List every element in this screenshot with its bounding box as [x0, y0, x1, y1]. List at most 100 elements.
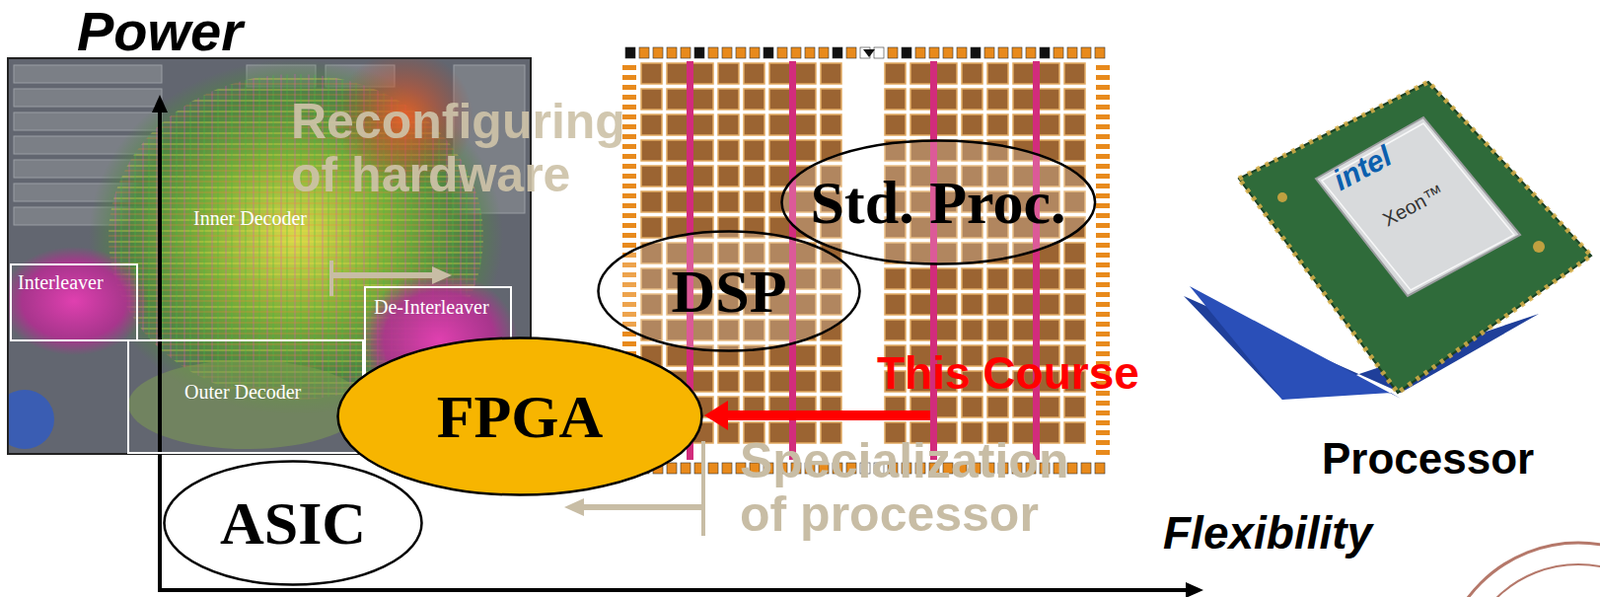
logic-cell [795, 140, 816, 161]
logic-cell [936, 396, 957, 418]
logic-cell [795, 370, 816, 392]
logic-cell [1013, 293, 1034, 315]
io-pad [622, 173, 637, 179]
processor-board [1238, 81, 1592, 393]
node-label: FPGA [436, 381, 604, 452]
io-pad [887, 47, 898, 59]
logic-cell [910, 114, 932, 136]
logic-cell [641, 217, 662, 238]
logic-cell [987, 293, 1009, 315]
io-pad [735, 47, 746, 59]
io-pad [749, 47, 760, 59]
io-pad [1095, 410, 1110, 416]
io-pad [622, 74, 637, 80]
logic-area [7, 389, 55, 449]
io-pad [622, 193, 637, 199]
logic-cell [795, 88, 816, 110]
block-label: Inner Decoder [193, 207, 307, 230]
logic-area [128, 360, 365, 449]
io-pad [818, 47, 829, 59]
processor-part [1532, 240, 1545, 253]
region-ellipse: DSP [596, 229, 862, 353]
io-pad [1095, 173, 1110, 179]
logic-cell [641, 63, 662, 84]
io-pad [1095, 114, 1110, 120]
logic-cell [987, 396, 1009, 418]
bracket-line [701, 440, 706, 536]
logic-cell [743, 165, 765, 187]
node-label: Std. Proc. [810, 167, 1067, 238]
node-label: ASIC [219, 488, 366, 559]
logic-cell [884, 268, 906, 290]
logic-cell [718, 140, 739, 161]
io-pad [1012, 47, 1022, 59]
logic-cell [641, 140, 662, 161]
logic-cell [936, 293, 957, 315]
ellipse-shape [338, 338, 703, 496]
io-pad [622, 183, 637, 189]
io-pad [1081, 47, 1091, 59]
io-pad [1095, 144, 1110, 149]
io-pad [1095, 311, 1110, 317]
logic-cell [961, 63, 983, 84]
io-pad [1094, 47, 1105, 59]
logic-cell [692, 191, 714, 213]
io-pad [1095, 341, 1110, 347]
logic-cell [936, 319, 957, 341]
io-pad [680, 462, 691, 474]
io-pad [1095, 301, 1110, 307]
technology-ellipse: FPGA [336, 336, 704, 497]
io-pad [694, 47, 705, 59]
logic-cell [1064, 396, 1086, 418]
logic-cell [641, 165, 662, 187]
logic-cell [743, 191, 765, 213]
axis-arrowhead [1185, 581, 1204, 597]
io-pad [1095, 153, 1110, 159]
logic-cell [1064, 63, 1086, 84]
io-pad [1095, 193, 1110, 199]
logic-cell [666, 63, 688, 84]
io-pad [1095, 262, 1110, 268]
io-pad [956, 47, 967, 59]
io-pad [722, 47, 732, 59]
logic-cell [820, 345, 842, 366]
io-pad [622, 222, 637, 228]
logic-cell [718, 63, 739, 84]
io-pad [1095, 291, 1110, 297]
logic-cell [1013, 88, 1034, 110]
logic-cell [666, 165, 688, 187]
axis-title: Power [76, 0, 243, 64]
io-pad [708, 47, 719, 59]
trend-note: Specialization of processor [739, 434, 1105, 541]
logic-cell [666, 114, 688, 136]
logic-cell [743, 88, 765, 110]
ram-block [13, 88, 162, 107]
logic-cell [666, 140, 688, 161]
flexibility-axis [157, 587, 1188, 592]
logic-cell [641, 88, 662, 110]
logic-cell [641, 191, 662, 213]
axis-arrowhead [151, 94, 168, 113]
logic-cell [718, 165, 739, 187]
logic-cell [1064, 319, 1086, 341]
logic-cell [718, 88, 739, 110]
logic-cell [987, 88, 1009, 110]
logic-cell [692, 88, 714, 110]
logic-cell [987, 114, 1009, 136]
io-pad [622, 163, 637, 169]
university-seal [1440, 542, 1600, 597]
logic-cell [795, 114, 816, 136]
io-pad [680, 47, 691, 59]
io-pad [1095, 124, 1110, 130]
io-pad [1095, 420, 1110, 426]
logic-cell [961, 319, 983, 341]
io-pad [1095, 94, 1110, 100]
logic-cell [884, 63, 906, 84]
io-pad [804, 47, 815, 59]
io-pad [622, 203, 637, 209]
logic-cell [820, 88, 842, 110]
io-pad [1067, 462, 1078, 474]
logic-cell [987, 268, 1009, 290]
logic-cell [795, 63, 816, 84]
node-label: Outer Decoder [184, 380, 301, 404]
